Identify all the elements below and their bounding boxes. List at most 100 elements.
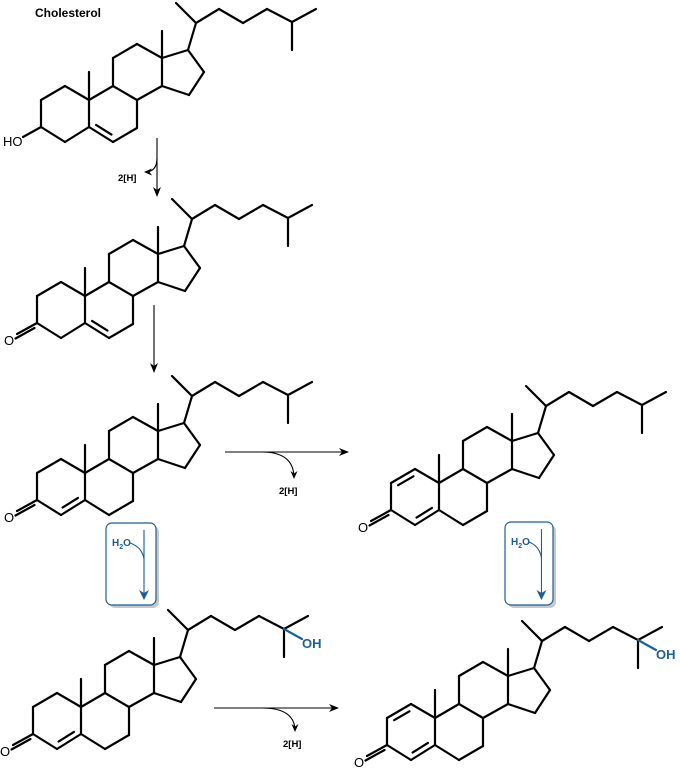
bond [63,84,91,102]
bond [481,660,510,678]
bond [563,625,591,643]
bond [506,666,536,678]
bond [178,628,190,659]
bond [194,7,221,25]
bond [107,322,135,340]
bond-c-o-second [14,326,36,340]
bond [389,467,417,485]
bond [257,614,286,631]
bond-c-o-second [10,737,32,751]
double-bond-inner [392,710,411,722]
bond [461,509,489,527]
bond [186,21,198,52]
bond [35,280,63,298]
reagent-boxes-layer: H2O H2O [105,521,556,608]
double-bond-inner [415,506,434,519]
bond [35,321,63,340]
bond [209,614,237,632]
reagent-curve [129,542,145,560]
arrow-1: 2[H] [118,138,161,197]
bond [532,639,544,670]
bond [182,244,202,270]
bond [233,614,261,632]
bond [182,394,194,425]
carbonyl-oxygen-label: O [358,520,368,535]
double-bond-inner [94,123,113,136]
bond [524,384,548,408]
bond [282,614,310,631]
bond [190,380,217,398]
bond [187,70,206,97]
bond [481,702,510,720]
bond [131,415,160,433]
bond [103,733,131,751]
bond [457,660,485,678]
bond [35,498,63,517]
bond [237,203,265,221]
bond [107,280,135,298]
bond [183,266,202,293]
bond [111,126,139,144]
bond [135,84,164,102]
bond [457,702,485,720]
bond [39,125,67,144]
bond [540,625,567,643]
bond [39,84,67,102]
bond [409,702,437,720]
bond [127,691,156,709]
double-bond-inner [57,730,76,743]
bond [131,238,160,256]
bond [87,125,115,144]
bond [166,608,190,632]
bond [532,666,552,692]
bond [286,380,314,397]
bond-c-o-second [368,513,390,527]
bond [506,702,537,715]
bond [213,203,241,221]
bond [170,197,194,221]
bond [587,625,615,643]
side-product-arrow [144,157,158,176]
bond [433,702,461,720]
bond [437,508,465,527]
bond [241,7,269,25]
cholesterol-title: Cholesterol [35,6,101,20]
hydration-box-left: H2O [105,522,159,608]
water-label: H2O [511,537,530,550]
bond [178,655,198,681]
bond [261,203,290,220]
side-product-label: 2[H] [283,739,301,750]
bond [152,655,182,667]
bond [131,280,160,298]
bond [485,425,514,443]
bond [510,431,540,443]
bond [413,467,441,485]
bond [537,453,556,480]
carbonyl-oxygen-label: O [4,510,14,525]
bond [385,702,413,720]
bond [156,457,187,470]
hydration-box-right: H2O [504,521,556,608]
bond [152,691,183,704]
bond [413,508,441,527]
molecule-cholest-5-en-3-one: O [4,197,314,348]
double-bond-inner [61,496,80,509]
bond [59,321,87,340]
bond [409,743,437,762]
side-product-label: 2[H] [118,173,136,184]
bond-c-o [369,508,393,523]
bond [156,421,186,433]
bond [127,649,156,667]
bond [83,280,111,298]
bond [385,743,413,762]
bond [182,217,194,248]
bond [103,649,131,667]
bond [156,280,187,293]
bond [111,42,139,60]
bond-c-oh [282,627,304,641]
bond [183,443,202,470]
bond [615,390,644,407]
arrow-3: 2[H] [225,448,349,497]
bond [174,1,198,25]
